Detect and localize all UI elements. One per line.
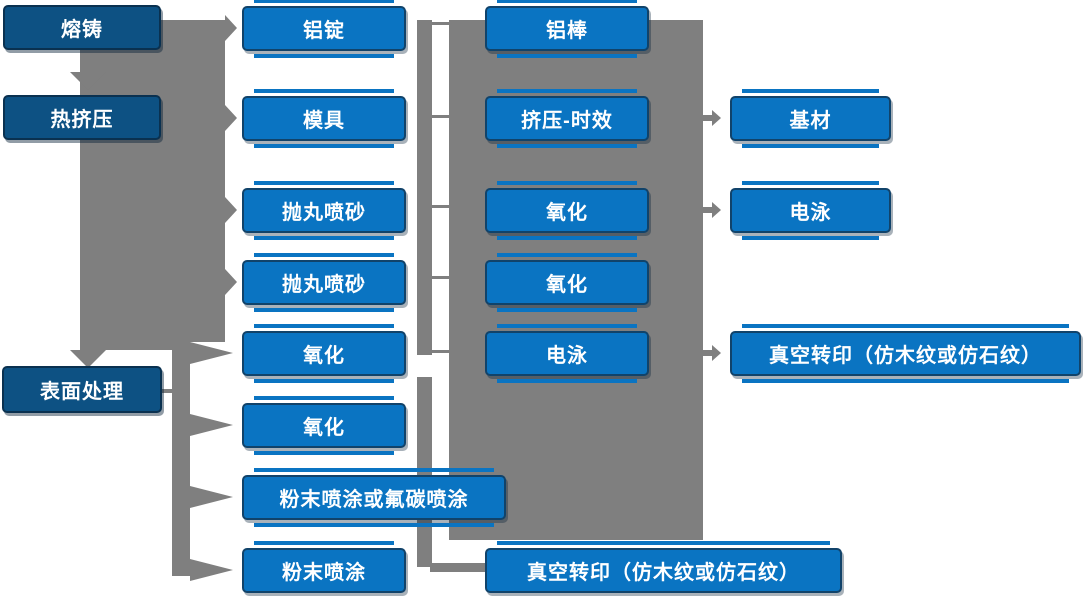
node-vacuum-transfer-print-2: 真空转印（仿木纹或仿石纹） [730, 324, 1081, 383]
connector-line [417, 115, 449, 118]
node-electrophoresis-1: 电泳 [485, 324, 649, 383]
arrow-right-icon [225, 269, 237, 295]
arrow-shaft [703, 207, 712, 213]
node-powder-coating: 粉末喷涂 [242, 541, 406, 593]
node-extrusion-aging-label: 挤压-时效 [521, 110, 613, 132]
arrow-right-icon [190, 559, 233, 581]
connector-middle-bar-upper [417, 20, 432, 355]
arrow-right-icon [225, 15, 237, 41]
node-oxidation-4: 氧化 [485, 253, 649, 312]
connector-line [417, 276, 449, 279]
node-oxidation-1-label: 氧化 [303, 345, 345, 367]
arrow-right-icon [712, 345, 721, 361]
node-shot-blasting-2: 抛丸喷砂 [242, 253, 406, 312]
node-surface-treatment-label: 表面处理 [40, 381, 124, 403]
node-vacuum-transfer-print-1: 真空转印（仿木纹或仿石纹） [485, 541, 842, 593]
node-aluminum-ingot-label: 铝锭 [303, 20, 345, 42]
node-powder-or-fluorocarbon-coating: 粉末喷涂或氟碳喷涂 [242, 468, 506, 527]
node-oxidation-2: 氧化 [242, 396, 406, 455]
node-oxidation-1: 氧化 [242, 324, 406, 383]
node-mold: 模具 [242, 89, 406, 148]
node-aluminum-ingot: 铝锭 [242, 0, 406, 58]
node-hot-extrusion-label: 热挤压 [50, 109, 114, 131]
node-shot-blasting-1-label: 抛丸喷砂 [282, 202, 366, 224]
arrow-right-icon [225, 105, 237, 131]
node-surface-treatment: 表面处理 [2, 366, 162, 413]
node-shot-blasting-1: 抛丸喷砂 [242, 181, 406, 240]
arrow-down-icon [70, 350, 106, 368]
arrow-shaft [703, 350, 712, 356]
node-aluminum-rod: 铝棒 [485, 0, 649, 58]
node-electrophoresis-1-label: 电泳 [546, 345, 588, 367]
arrow-right-icon [225, 197, 237, 223]
node-melting-casting-label: 熔铸 [61, 19, 103, 41]
node-shot-blasting-2-label: 抛丸喷砂 [282, 274, 366, 296]
node-extrusion-aging: 挤压-时效 [485, 89, 649, 148]
connector-line [417, 350, 449, 353]
node-mold-label: 模具 [303, 110, 345, 132]
node-melting-casting: 熔铸 [3, 5, 161, 50]
connector-left-band-lip [80, 342, 177, 350]
connector-line [417, 22, 449, 25]
node-oxidation-4-label: 氧化 [546, 274, 588, 296]
connector-bottom-line [430, 563, 486, 572]
node-powder-or-fluorocarbon-coating-label: 粉末喷涂或氟碳喷涂 [279, 489, 469, 511]
node-oxidation-3: 氧化 [485, 181, 649, 240]
node-vacuum-transfer-print-2-label: 真空转印（仿木纹或仿石纹） [769, 345, 1042, 367]
node-vacuum-transfer-print-1-label: 真空转印（仿木纹或仿石纹） [527, 562, 800, 584]
arrow-down-icon [70, 72, 106, 90]
node-powder-coating-label: 粉末喷涂 [282, 562, 366, 584]
connector-middle-bar-lower [417, 377, 432, 567]
arrow-right-icon [190, 414, 233, 436]
node-aluminum-rod-label: 铝棒 [546, 20, 588, 42]
arrow-right-icon [712, 202, 721, 218]
arrow-shaft [703, 115, 712, 121]
node-hot-extrusion: 热挤压 [3, 95, 161, 140]
node-oxidation-3-label: 氧化 [546, 202, 588, 224]
connector-surface-treatment-line [160, 389, 174, 393]
node-electrophoresis-2-label: 电泳 [789, 202, 832, 224]
connector-left-band [80, 20, 225, 342]
node-base-material-label: 基材 [789, 110, 832, 132]
arrow-right-icon [712, 110, 721, 126]
connector-left-lower-bar [172, 342, 190, 576]
node-electrophoresis-2: 电泳 [730, 181, 891, 240]
arrow-right-icon [190, 486, 233, 508]
arrow-right-icon [190, 342, 233, 364]
node-base-material: 基材 [730, 89, 891, 148]
node-oxidation-2-label: 氧化 [303, 417, 345, 439]
connector-line [417, 205, 449, 208]
